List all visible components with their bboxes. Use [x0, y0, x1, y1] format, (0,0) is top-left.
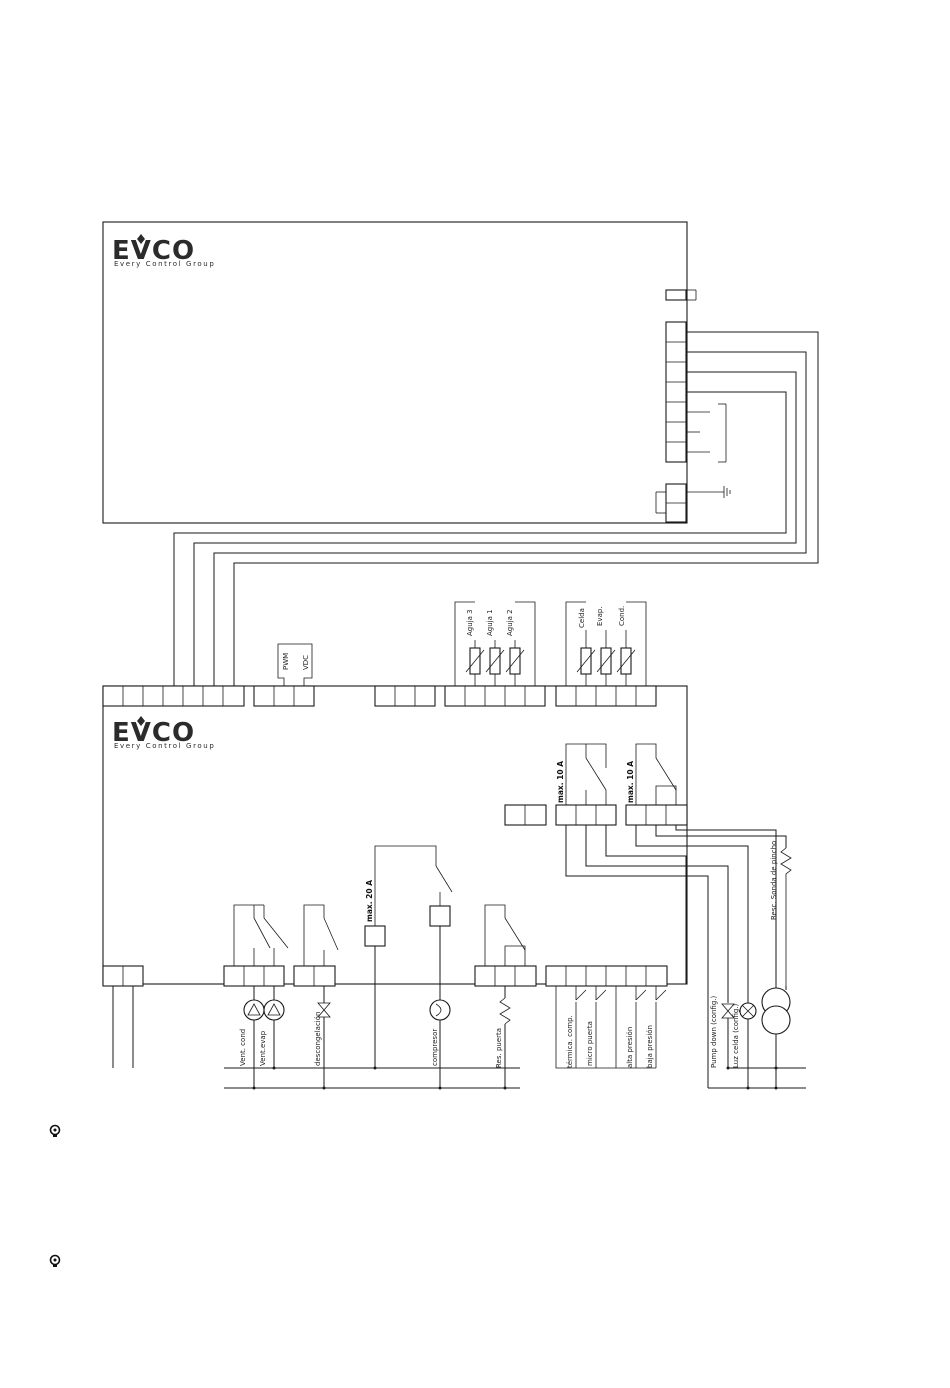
bus-wires	[173, 331, 819, 686]
lightbulb-tip-icon	[49, 1124, 61, 1137]
door-heater	[499, 986, 511, 1088]
svg-text:Cond.: Cond.	[618, 606, 626, 626]
svg-text:Vent. cond: Vent. cond	[239, 1029, 247, 1066]
svg-text:Luz celda (config.): Luz celda (config.)	[732, 1003, 740, 1068]
relay-10a-contacts	[565, 743, 677, 805]
svg-text:compresor: compresor	[431, 1029, 439, 1066]
svg-text:Evap.: Evap.	[596, 606, 604, 626]
supply-bus	[224, 1066, 806, 1090]
door-heater-relay	[484, 904, 526, 966]
svg-text:EVCO: EVCO	[112, 718, 195, 748]
defrost-relay	[303, 904, 339, 966]
bottom-terminal-row	[102, 965, 668, 987]
svg-text:alta presión: alta presión	[626, 1027, 634, 1068]
lightbulb-tip-icon	[49, 1254, 61, 1267]
svg-text:Aguja 1: Aguja 1	[486, 609, 494, 636]
svg-text:Every Control Group: Every Control Group	[114, 742, 215, 750]
digital-inputs	[555, 986, 667, 1069]
svg-text:VDC: VDC	[302, 655, 310, 670]
relay-10a-wiring	[565, 825, 787, 1088]
lower-module-frame	[102, 685, 688, 985]
right-loads	[721, 986, 791, 1088]
svg-text:max. 20 A: max. 20 A	[365, 880, 374, 922]
fan-relays	[233, 904, 289, 966]
svg-text:Aguja 3: Aguja 3	[466, 609, 474, 636]
svg-text:Every Control Group: Every Control Group	[114, 260, 215, 268]
needle-probes	[454, 601, 536, 686]
svg-text:max. 10 A: max. 10 A	[626, 761, 635, 803]
top-terminal-row	[102, 685, 657, 707]
svg-text:térmica. comp.: térmica. comp.	[566, 1015, 574, 1068]
evco-logo-upper: EVCO Every Control Group	[112, 234, 215, 268]
upper-module-frame	[102, 221, 688, 524]
defrost-valve	[317, 986, 331, 1088]
svg-text:EVCO: EVCO	[112, 236, 195, 266]
svg-text:Pump down (config.): Pump down (config.)	[710, 995, 718, 1068]
svg-text:baja presión: baja presión	[646, 1025, 654, 1068]
svg-text:Celda: Celda	[578, 608, 586, 628]
svg-text:descongelación: descongelación	[314, 1012, 322, 1066]
compressor-motor	[429, 999, 451, 1088]
evco-logo-lower: EVCO Every Control Group	[112, 716, 215, 750]
fan-motors	[243, 986, 285, 1088]
svg-text:Resc. Sonda de pincho: Resc. Sonda de pincho	[770, 841, 778, 920]
svg-text:Vent.evap: Vent.evap	[259, 1030, 267, 1066]
svg-text:Aguja 2: Aguja 2	[506, 609, 514, 636]
svg-text:Res. puerta: Res. puerta	[495, 1028, 503, 1068]
svg-text:PWM: PWM	[282, 653, 290, 670]
temperature-probes	[565, 601, 647, 686]
svg-text:micro puerta: micro puerta	[586, 1021, 594, 1066]
upper-terminal-block	[665, 321, 687, 463]
compressor-relay	[364, 845, 453, 1068]
svg-text:max. 10 A: max. 10 A	[556, 761, 565, 803]
